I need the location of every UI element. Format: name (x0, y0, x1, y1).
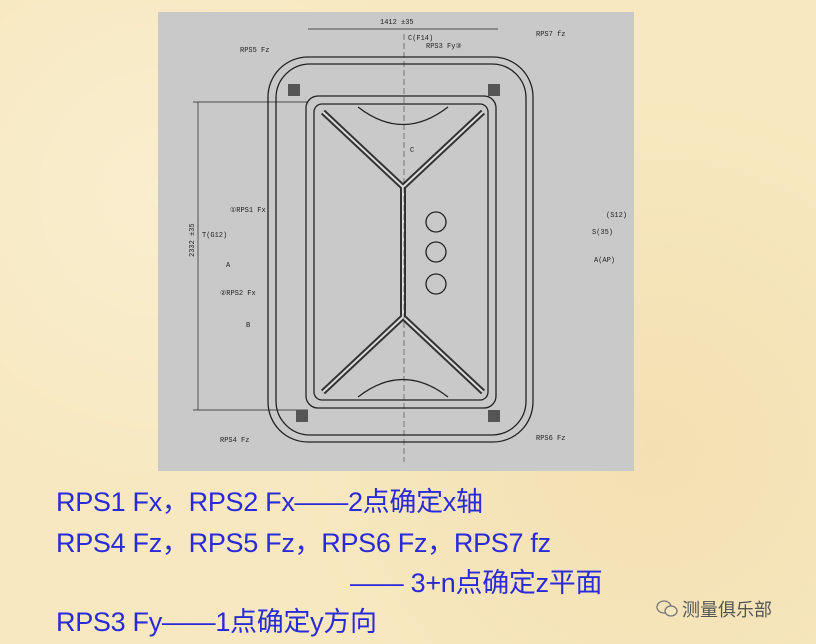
watermark: 测量俱乐部 (656, 596, 772, 622)
text-line-1: RPS1 Fx，RPS2 Fx——2点确定x轴 (56, 487, 483, 517)
text-line-3: —— 3+n点确定z平面 (350, 568, 603, 598)
rps2-label: ②RPS2 Fx (220, 289, 256, 298)
text-line-2: RPS4 Fz，RPS5 Fz，RPS6 Fz，RPS7 fz (56, 528, 551, 558)
text-line-4: RPS3 Fy——1点确定y方向 (56, 607, 377, 637)
s-mark: S(35) (592, 229, 613, 237)
a-right-mark: A(AP) (594, 257, 615, 265)
s12-mark: (S12) (606, 212, 627, 220)
height-dimension: 2332 ±35 (189, 223, 197, 257)
rps7-label: RPS7 fz (536, 31, 565, 39)
b-mark: B (246, 322, 250, 330)
width-dimension: 1412 ±35 (380, 19, 414, 27)
outer-frame (267, 56, 534, 443)
rps3-label: RPS3 Fy③ (426, 42, 462, 51)
inner-frame (305, 95, 497, 409)
door-panel-drawing: 1412 ±35 C(F14) RPS3 Fy③ RPS5 Fz RPS7 fz… (189, 19, 627, 462)
rps4-label: RPS4 Fz (220, 437, 249, 445)
rps6-label: RPS6 Fz (536, 435, 565, 443)
c-mark: C(F14) (408, 35, 433, 43)
a-mark: A (226, 262, 231, 270)
rps1-label: ①RPS1 Fx (230, 206, 266, 215)
wechat-icon (656, 600, 678, 617)
c-bottom-mark: C (410, 147, 414, 155)
watermark-text: 测量俱乐部 (682, 600, 772, 620)
t-mark: T(G12) (202, 232, 227, 240)
engineering-drawing: 1412 ±35 C(F14) RPS3 Fy③ RPS5 Fz RPS7 fz… (158, 12, 634, 471)
rps5-label: RPS5 Fz (240, 47, 269, 55)
